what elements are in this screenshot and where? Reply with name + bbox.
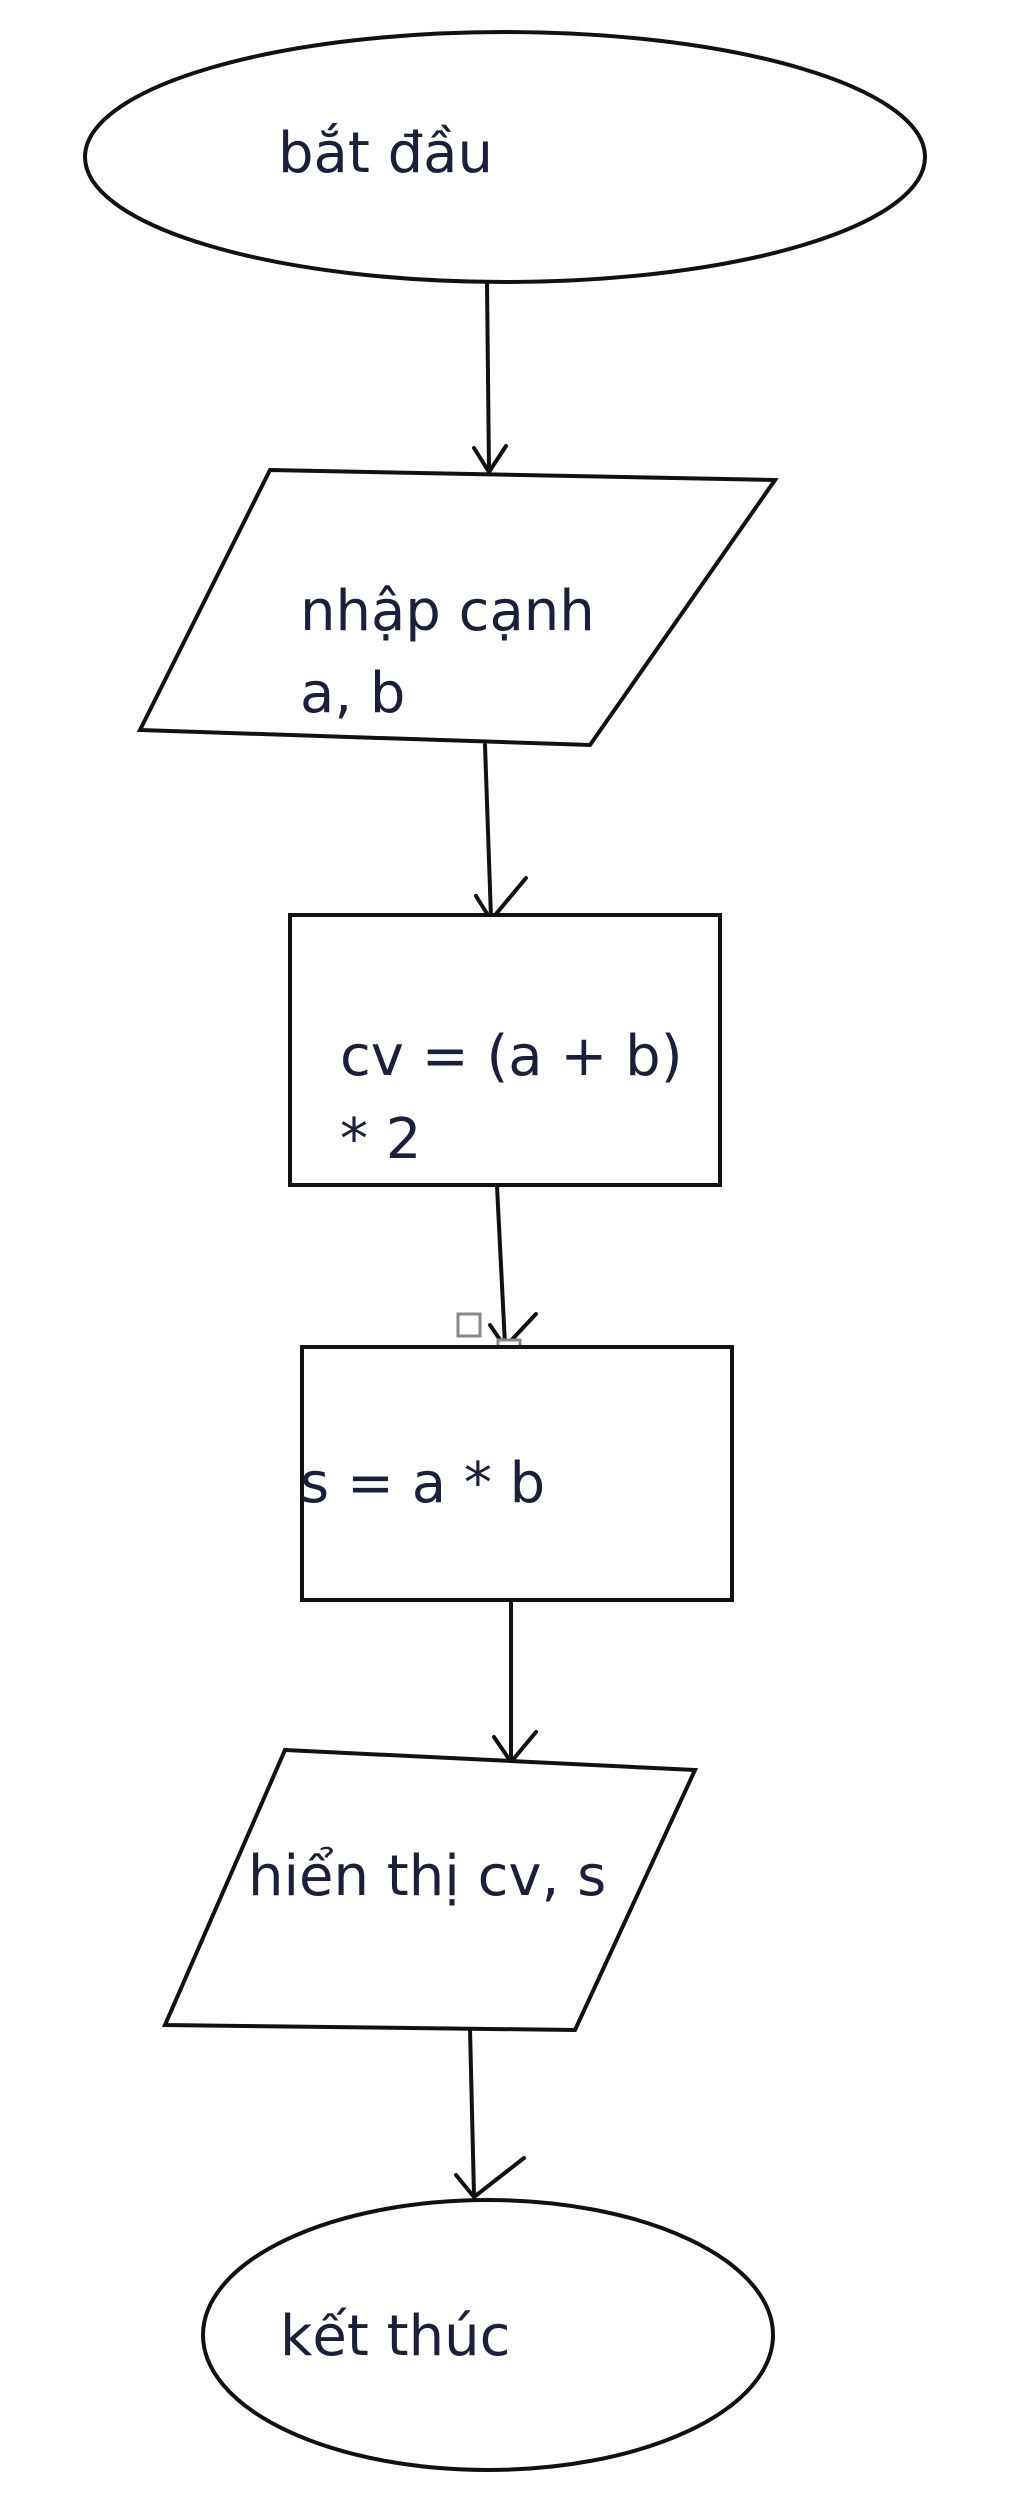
node-label: hiển thị cv, s [248, 1844, 606, 1909]
node-start[interactable]: bắt đầu [83, 30, 927, 284]
node-end[interactable]: kết thúc [201, 2198, 775, 2472]
edge-display-to-end [468, 2027, 476, 2197]
arrowhead-display-to-end [454, 2156, 526, 2199]
process-shape [300, 1345, 734, 1602]
input-output-shape [161, 1747, 699, 2033]
edge-input-to-cv [483, 743, 493, 920]
node-label: bắt đầu [278, 121, 493, 186]
terminator-shape [83, 30, 927, 284]
process-shape [288, 913, 722, 1187]
terminator-shape [201, 2198, 775, 2472]
node-label: a, b [300, 661, 405, 726]
node-label: kết thúc [280, 2304, 510, 2369]
node-label: * 2 [340, 1107, 421, 1172]
edge-start-to-input [485, 281, 491, 472]
node-input[interactable]: nhập cạnh a, b [136, 467, 779, 748]
node-display[interactable]: hiển thị cv, s [161, 1747, 699, 2033]
arrowhead-s-to-display [492, 1730, 538, 1764]
node-cv[interactable]: cv = (a + b) * 2 [288, 913, 722, 1187]
node-s[interactable]: s = a * b [300, 1345, 734, 1602]
edge-cv-to-s [495, 1184, 507, 1347]
connector-handle-icon[interactable] [456, 1312, 482, 1338]
node-label: cv = (a + b) [340, 1024, 683, 1089]
arrowhead-start-to-input [472, 444, 508, 474]
node-label: s = a * b [300, 1451, 545, 1516]
input-output-shape [136, 467, 779, 748]
node-label: nhập cạnh [300, 579, 595, 644]
